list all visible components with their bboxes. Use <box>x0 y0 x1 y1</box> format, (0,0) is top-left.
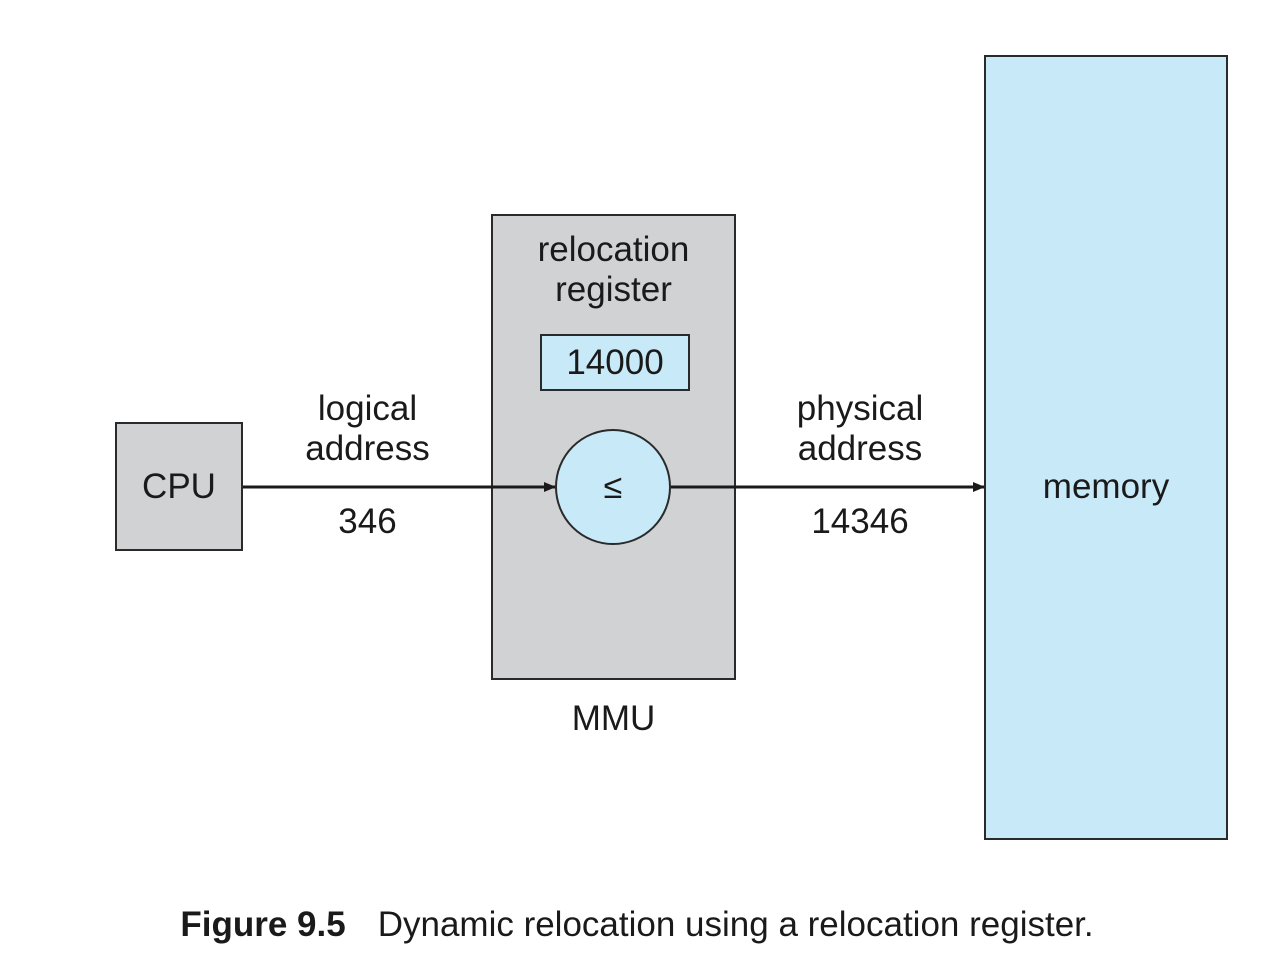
logical-address-label: logical address <box>280 389 455 469</box>
memory-box <box>984 55 1228 840</box>
figure-caption: Figure 9.5 Dynamic relocation using a rel… <box>0 903 1274 947</box>
physical-address-value: 14346 <box>811 502 909 541</box>
figure-number: Figure 9.5 <box>180 905 346 944</box>
memory-label: memory <box>1042 467 1170 506</box>
relocation-register-title: relocation register <box>491 230 736 310</box>
relocation-register-title-line1: relocation <box>537 230 690 269</box>
relocation-register-box: 14000 <box>540 334 690 391</box>
logical-address-label-line1: logical <box>317 389 418 428</box>
cpu-label: CPU <box>142 466 216 506</box>
physical-address-label-line1: physical <box>796 389 924 428</box>
logical-address-value: 346 <box>338 502 397 541</box>
comparator-circle <box>555 429 671 545</box>
logical-address-label-line2: address <box>305 429 430 468</box>
relocation-register-value: 14000 <box>566 342 664 382</box>
cpu-box: CPU <box>115 422 243 551</box>
relocation-register-title-line2: register <box>555 270 672 309</box>
mmu-label: MMU <box>571 699 656 738</box>
figure-caption-text: Dynamic relocation using a relocation re… <box>377 905 1094 944</box>
physical-address-label: physical address <box>770 389 950 469</box>
comparator-symbol: ≤ <box>603 468 623 506</box>
physical-address-label-line2: address <box>797 429 923 468</box>
